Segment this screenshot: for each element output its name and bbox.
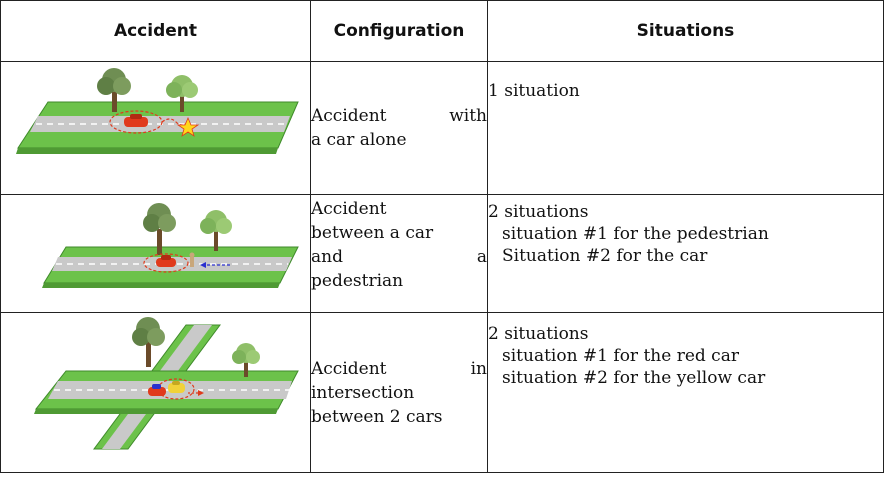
situation-title: 2 situations [488,202,589,222]
tree-icon [96,68,131,112]
car-icon [167,381,185,393]
scene-cell [0,194,311,313]
config-text: between 2 cars [311,406,443,427]
config-text: between a car [311,223,434,243]
config-text: with [449,106,487,126]
situation-item: situation #1 for the pedestrian [502,224,769,244]
pedestrian-icon [189,252,194,267]
accident-table: Accident Configuration Situations [0,0,884,473]
configuration-cell: Accident with a car alone [310,61,488,195]
tree-icon [142,203,176,255]
situation-title: 2 situations [488,324,589,344]
situations-cell: 2 situations situation #1 for the red ca… [487,312,884,473]
config-text: Accident [311,199,387,219]
car-icon [155,255,176,267]
situation-item: situation #2 for the yellow car [502,368,766,388]
config-text: a car alone [311,130,407,150]
tree-icon [131,317,165,367]
scene-cell [0,312,311,473]
header-accident: Accident [0,0,311,62]
car-pedestrian-scene-icon [41,203,299,288]
header-configuration: Configuration [310,0,488,62]
situation-item: Situation #2 for the car [502,246,708,266]
config-text: intersection [311,382,415,403]
table-row: Accident between a car and a pedestrian … [0,194,884,313]
situation-title: 1 situation [488,81,580,101]
configuration-cell: Accident between a car and a pedestrian [310,194,488,313]
star-icon [176,116,199,137]
config-text: a [476,247,487,267]
config-text: in [470,358,487,379]
car-icon [147,384,166,396]
config-text: and [311,247,343,267]
config-text: pedestrian [311,271,404,291]
table-row: Accident in intersection between 2 cars … [0,312,884,473]
configuration-cell: Accident in intersection between 2 cars [310,312,488,473]
car-alone-scene-icon [15,68,299,154]
tree-icon [199,210,232,251]
config-text: Accident [311,358,387,379]
config-text: Accident [311,106,387,126]
intersection-scene-icon [33,317,299,450]
tree-icon [165,75,198,112]
situations-cell: 1 situation [487,61,884,195]
car-icon [123,114,148,127]
header-situations: Situations [487,0,884,62]
scene-cell [0,61,311,195]
situation-item: situation #1 for the red car [502,346,739,366]
table-row: Accident with a car alone 1 situation [0,61,884,195]
situations-cell: 2 situations situation #1 for the pedest… [487,194,884,313]
tree-icon [231,343,260,377]
header-row: Accident Configuration Situations [0,0,884,62]
